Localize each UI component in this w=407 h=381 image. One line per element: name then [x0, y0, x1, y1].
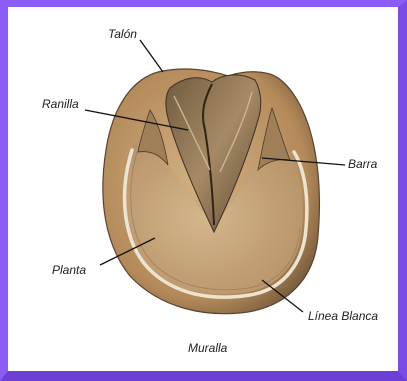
heel-label: Talón: [108, 27, 137, 41]
frog-label: Ranilla: [42, 97, 79, 111]
wall-label: Muralla: [188, 341, 228, 355]
heel-leader: [140, 40, 163, 72]
white-line-label: Línea Blanca: [308, 309, 378, 323]
bar-label: Barra: [348, 157, 378, 171]
sole-label: Planta: [52, 263, 86, 277]
